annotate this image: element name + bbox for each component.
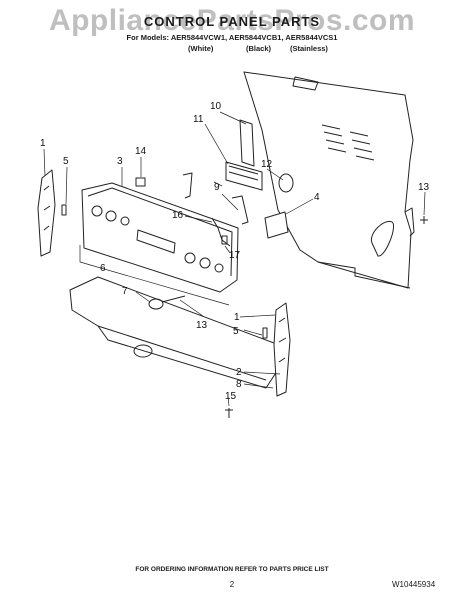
- left-clip: [61, 204, 67, 216]
- watermark: AppliancePartsPros.com: [48, 4, 416, 37]
- model-list: For Models: AER5844VCW1, AER5844VCB1, AE…: [126, 33, 338, 42]
- right-end-cap: [273, 302, 291, 397]
- switch: [264, 211, 289, 239]
- callout-1-left: 1: [40, 138, 46, 149]
- callout-5-left: 5: [63, 156, 69, 167]
- callout-9: 9: [214, 182, 220, 193]
- callout-13-right: 13: [418, 182, 430, 193]
- callout-11: 11: [193, 114, 204, 125]
- callout-16: 16: [172, 210, 184, 221]
- callout-2: 2: [236, 367, 242, 378]
- finish-black: (Black): [246, 44, 272, 53]
- callout-14: 14: [135, 146, 147, 157]
- bracket-left: [182, 172, 193, 199]
- knob: [148, 298, 164, 310]
- callout-12: 12: [261, 159, 273, 170]
- vent-slots: [321, 124, 375, 161]
- callout-3: 3: [117, 156, 123, 167]
- right-clip: [262, 327, 268, 339]
- bracket-right: [231, 195, 249, 225]
- page-title: CONTROL PANEL PARTS: [143, 14, 321, 29]
- callout-6: 6: [100, 263, 106, 274]
- callout-labels: 1 5 3 14 11 10 12 9 4 13 16 6 17 7 13 1 …: [40, 101, 430, 402]
- screw-right: [420, 216, 428, 224]
- lower-trim-panel: [69, 276, 284, 389]
- page-number: 2: [229, 580, 235, 589]
- screw-bottom: [225, 408, 233, 418]
- wire-harness: [211, 217, 231, 247]
- clip-14: [135, 177, 146, 187]
- ordering-info-footer: FOR ORDERING INFORMATION REFER TO PARTS …: [135, 566, 329, 573]
- control-bracket: [239, 119, 255, 167]
- callout-5-right: 5: [233, 326, 239, 337]
- callout-8: 8: [236, 379, 242, 390]
- callout-4: 4: [314, 192, 320, 203]
- document-number: W10445934: [392, 580, 436, 589]
- left-end-cap: [37, 169, 56, 257]
- finish-white: (White): [188, 44, 214, 53]
- finish-stainless: (Stainless): [290, 44, 328, 53]
- callout-1-right: 1: [234, 312, 240, 323]
- back-panel: [243, 71, 414, 289]
- back-panel-oval-cutout: [370, 220, 394, 257]
- callout-17: 17: [229, 250, 241, 261]
- insulator: [278, 173, 294, 193]
- callout-10: 10: [210, 101, 222, 112]
- callout-13-bottom: 13: [196, 320, 208, 331]
- callout-15: 15: [225, 391, 237, 402]
- callout-7: 7: [122, 286, 128, 297]
